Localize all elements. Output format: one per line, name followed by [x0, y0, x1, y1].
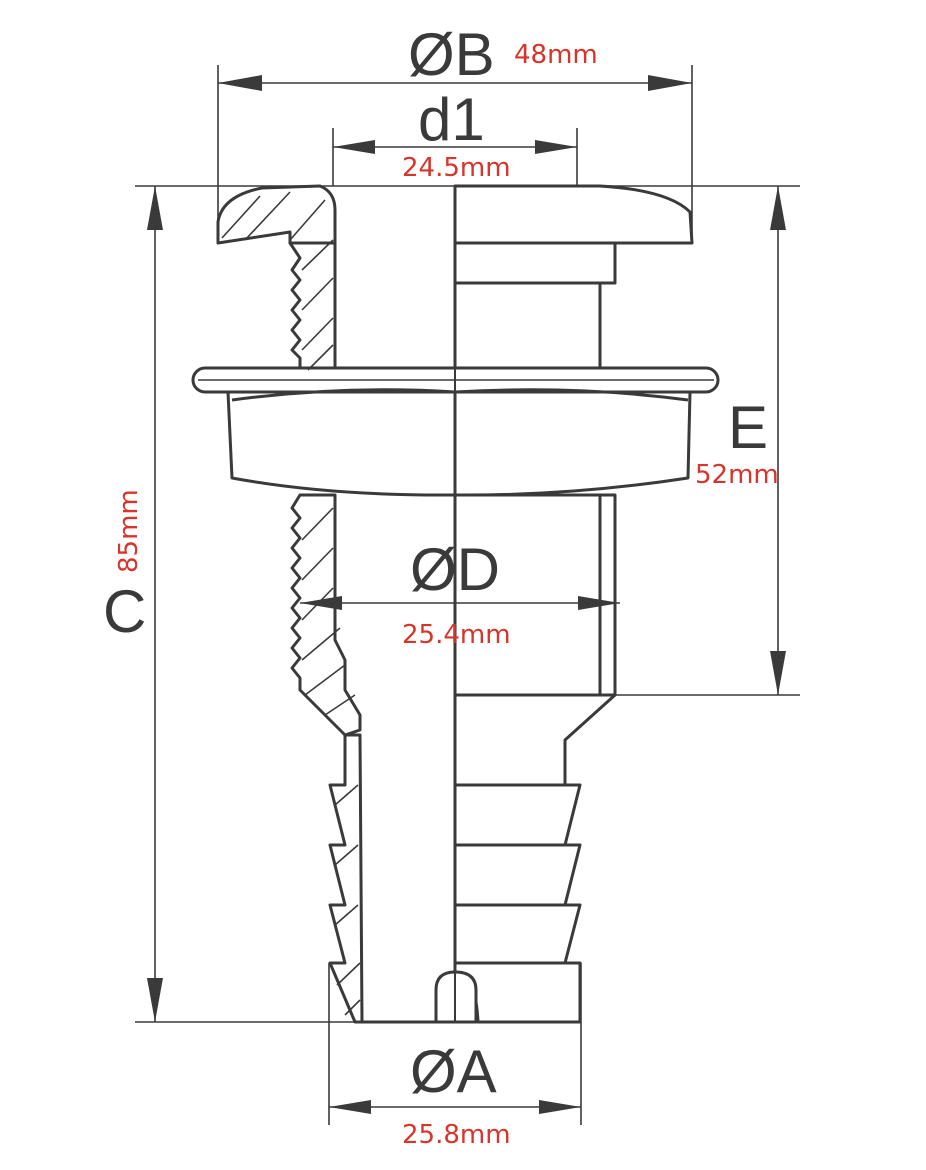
dimension-e: E 52mm	[600, 186, 800, 696]
section-hatching	[221, 191, 361, 1016]
dimension-b-symbol: ØB	[408, 21, 495, 88]
body-right-upper-2	[453, 281, 602, 374]
dimension-e-symbol: E	[728, 394, 768, 461]
dimension-c: C 85mm	[103, 186, 436, 1023]
dimension-c-value: 85mm	[114, 489, 144, 573]
flange-head-right	[453, 184, 694, 245]
dimension-d1-value: 24.5mm	[402, 153, 511, 183]
thread-wall-left	[288, 241, 337, 374]
dimension-d-value: 25.4mm	[402, 620, 511, 650]
hose-barb-left	[328, 733, 364, 1024]
body-right-lower	[453, 493, 617, 697]
dimension-c-symbol: C	[103, 578, 146, 645]
body-right-upper	[453, 241, 617, 285]
thread-wall-left-lower	[290, 493, 362, 737]
nut-body	[226, 390, 692, 497]
dimension-d: ØD 25.4mm	[300, 536, 620, 650]
dimension-d1-symbol: d1	[418, 86, 485, 153]
flange-head-left	[216, 184, 337, 245]
dimension-d1: d1 24.5mm	[332, 86, 578, 186]
dimension-d-symbol: ØD	[410, 536, 500, 603]
dimension-b: ØB 48mm	[217, 21, 693, 243]
fitting-body	[191, 184, 720, 1024]
dimension-a-symbol: ØA	[410, 1038, 497, 1105]
dimension-b-value: 48mm	[514, 40, 598, 70]
dimension-a-value: 25.8mm	[402, 1120, 511, 1150]
dimension-e-value: 52mm	[695, 460, 779, 490]
dimension-a: ØA 25.8mm	[328, 963, 582, 1150]
taper-right	[453, 693, 617, 787]
